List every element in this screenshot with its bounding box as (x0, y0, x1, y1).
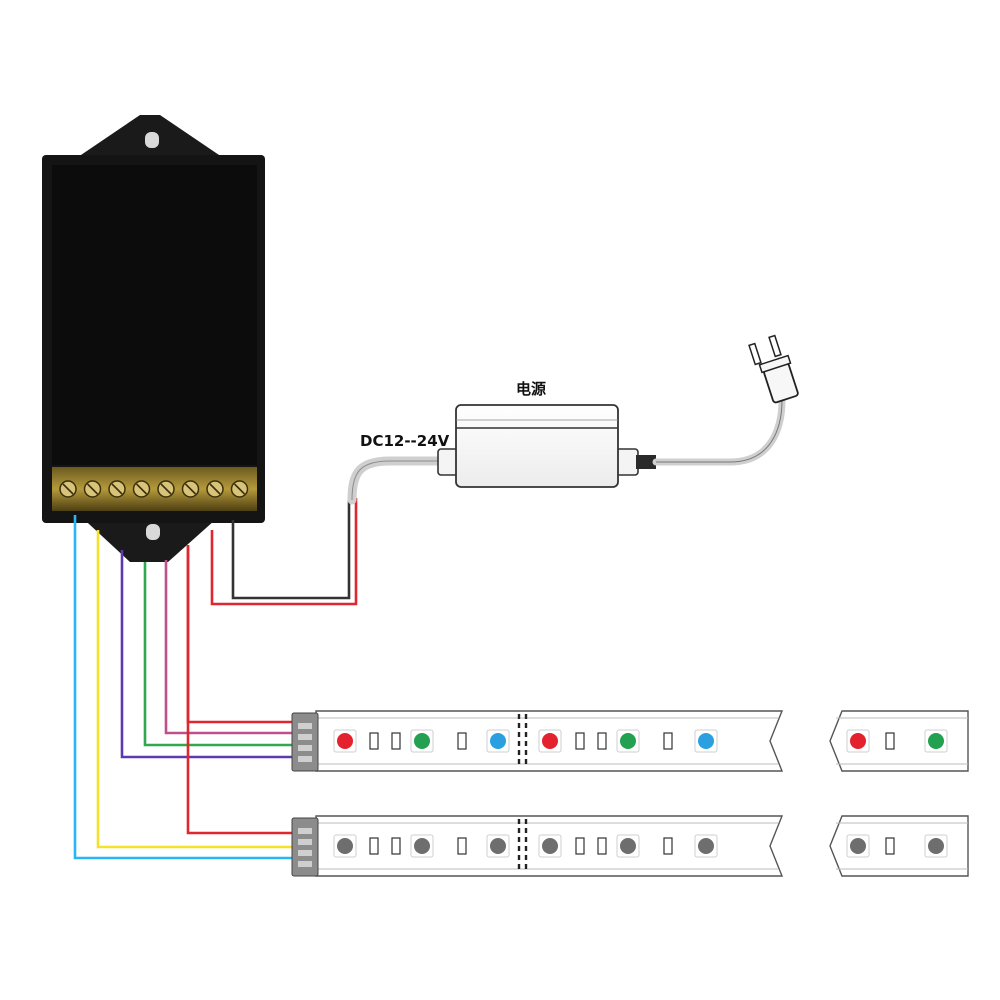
resistor-chip (369, 732, 379, 750)
led-green (410, 729, 434, 753)
terminal-screw (230, 480, 249, 498)
terminal-screws (59, 480, 249, 498)
resistor-chip (597, 837, 607, 855)
wire-yellow (96, 530, 302, 849)
bottom-mount-hole (146, 524, 160, 540)
power-supply (437, 404, 656, 488)
wire-purple-rgb (120, 550, 302, 759)
terminal-screw (157, 480, 175, 498)
led-strip-end-mono (829, 815, 969, 877)
power-supply-body (455, 404, 619, 488)
led-red (538, 729, 562, 753)
input-voltage-label: DC12--24V (360, 432, 450, 450)
led-blue (694, 729, 718, 753)
wire-red-dc (210, 498, 358, 606)
led-gray (486, 834, 510, 858)
controller-to-strip-wires (73, 515, 302, 860)
led-strip-end-rgb (829, 710, 969, 772)
ac-plug-icon (748, 334, 799, 404)
led-gray (410, 834, 434, 858)
resistor-chip (663, 837, 673, 855)
terminal-screw (132, 480, 151, 498)
dc-cable (347, 456, 445, 505)
strip-connector (291, 817, 319, 877)
wire-cyan (73, 515, 302, 860)
led-red (846, 729, 870, 753)
power-input-wires (210, 498, 358, 606)
terminal-screw (206, 480, 224, 498)
resistor-chip (575, 837, 585, 855)
resistor-chip (457, 837, 467, 855)
led-gray (333, 834, 357, 858)
power-supply-label: 电源 (516, 380, 546, 398)
terminal-block (52, 467, 257, 511)
strip-connector (291, 712, 319, 772)
controller-unit (42, 115, 265, 562)
led-green (924, 729, 948, 753)
wire-green-rgb (143, 562, 302, 747)
ac-cable (652, 396, 786, 466)
led-gray (616, 834, 640, 858)
terminal-screw (83, 480, 102, 498)
led-strip-rgb (291, 710, 784, 772)
resistor-chip (885, 837, 895, 855)
resistor-chip (575, 732, 585, 750)
resistor-chip (369, 837, 379, 855)
resistor-chip (457, 732, 467, 750)
wire-red-rgb (186, 545, 302, 724)
terminal-screw (59, 480, 77, 498)
resistor-chip (885, 732, 895, 750)
wire-red-mono (186, 545, 302, 835)
resistor-chip (597, 732, 607, 750)
led-strip-mono (291, 815, 784, 877)
resistor-chip (663, 732, 673, 750)
terminal-screw (108, 480, 126, 498)
led-gray (846, 834, 870, 858)
led-strips (291, 710, 969, 877)
led-gray (694, 834, 718, 858)
wire-black-dc (231, 498, 351, 600)
resistor-chip (391, 837, 401, 855)
led-green (616, 729, 640, 753)
led-gray (924, 834, 948, 858)
top-mount-hole (145, 132, 159, 148)
terminal-screw (181, 480, 200, 498)
led-gray (538, 834, 562, 858)
led-red (333, 729, 357, 753)
wire-magenta-rgb (164, 560, 302, 735)
led-blue (486, 729, 510, 753)
resistor-chip (391, 732, 401, 750)
